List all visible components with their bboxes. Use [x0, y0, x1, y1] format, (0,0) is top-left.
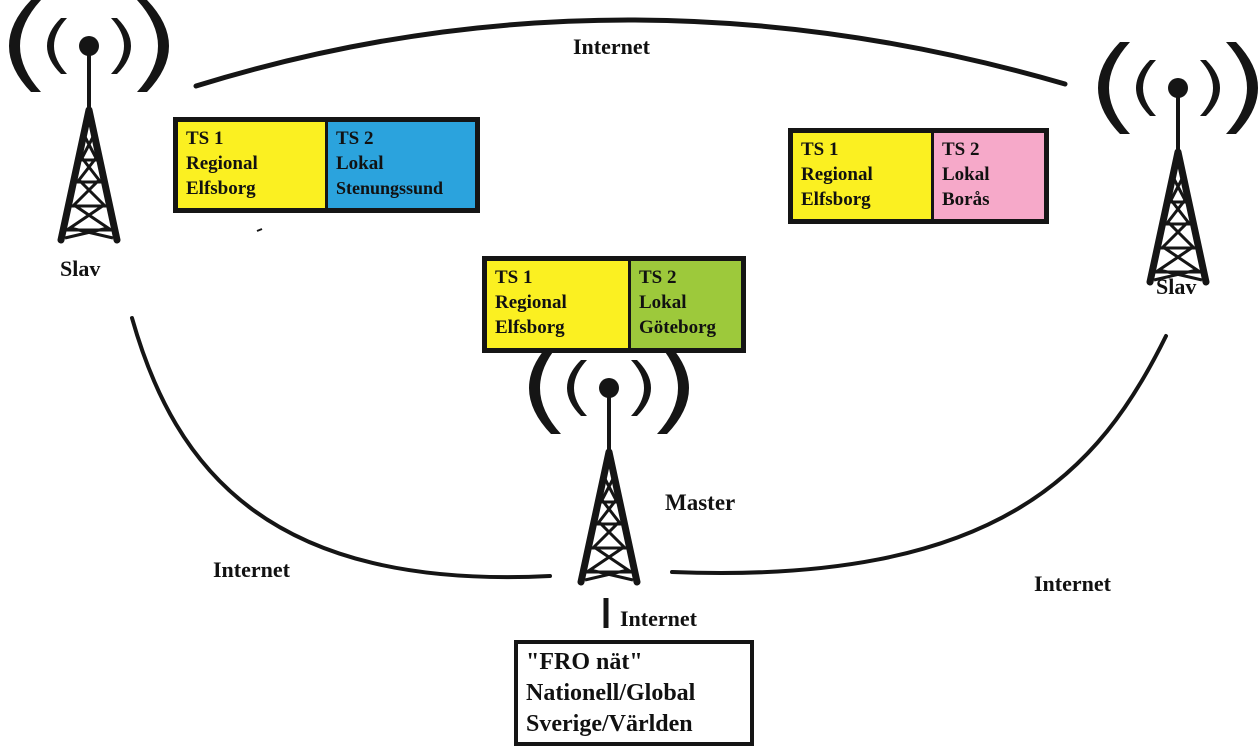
ts2-locality: Borås: [942, 189, 990, 210]
internet-label-top: Internet: [573, 34, 650, 59]
ts2-type: Lokal: [942, 164, 990, 185]
ts1-regional-cell: TS 1 Regional Elfsborg: [178, 122, 325, 208]
ts1-region: Elfsborg: [801, 189, 871, 210]
internet-label-down: Internet: [620, 606, 697, 631]
station-box-goteborg: TS 1 Regional Elfsborg TS 2 Lokal Götebo…: [482, 256, 746, 353]
ts2-locality: Göteborg: [639, 317, 717, 338]
ts2-title: TS 2: [336, 128, 374, 149]
ts2-local-cell: TS 2 Lokal Stenungssund: [325, 122, 475, 208]
radio-tower-icon: [9, 0, 169, 240]
ts1-type: Regional: [801, 164, 873, 185]
tower-label-master: Master: [665, 490, 736, 515]
ts1-type: Regional: [495, 292, 567, 313]
radio-tower-icon: [529, 342, 689, 582]
station-box-stenungssund: TS 1 Regional Elfsborg TS 2 Lokal Stenun…: [173, 117, 480, 213]
radio-tower-icon: [1098, 42, 1258, 282]
internet-label-right: Internet: [1034, 571, 1111, 596]
ts2-locality: Stenungssund: [336, 178, 444, 198]
ts2-local-cell: TS 2 Lokal Göteborg: [628, 261, 741, 348]
ts1-title: TS 1: [186, 128, 224, 149]
internet-link-top: [193, 17, 1068, 89]
fro-scope: Nationell/Global: [526, 680, 696, 706]
ts1-regional-cell: TS 1 Regional Elfsborg: [487, 261, 628, 348]
fro-title: "FRO nät": [526, 649, 643, 675]
ts2-type: Lokal: [336, 153, 384, 174]
ts1-title: TS 1: [801, 139, 839, 160]
tower-label-slav-left: Slav: [60, 256, 101, 281]
internet-label-left: Internet: [213, 557, 290, 582]
station-box-boras: TS 1 Regional Elfsborg TS 2 Lokal Borås: [788, 128, 1049, 224]
ts1-type: Regional: [186, 153, 258, 174]
tower-label-slav-right: Slav: [1156, 274, 1197, 299]
ts1-region: Elfsborg: [186, 178, 256, 199]
ts2-type: Lokal: [639, 292, 687, 313]
fro-region: Sverige/Världen: [526, 711, 693, 737]
ts1-title: TS 1: [495, 267, 533, 288]
ts1-regional-cell: TS 1 Regional Elfsborg: [793, 133, 931, 219]
ts2-title: TS 2: [639, 267, 677, 288]
ts1-region: Elfsborg: [495, 317, 565, 338]
ts2-title: TS 2: [942, 139, 980, 160]
stray-mark: [256, 228, 263, 232]
internet-link-left: [130, 316, 552, 580]
ts2-local-cell: TS 2 Lokal Borås: [931, 133, 1044, 219]
internet-link-right: [670, 334, 1168, 575]
fro-network-box: "FRO nät" Nationell/Global Sverige/Värld…: [514, 640, 754, 746]
